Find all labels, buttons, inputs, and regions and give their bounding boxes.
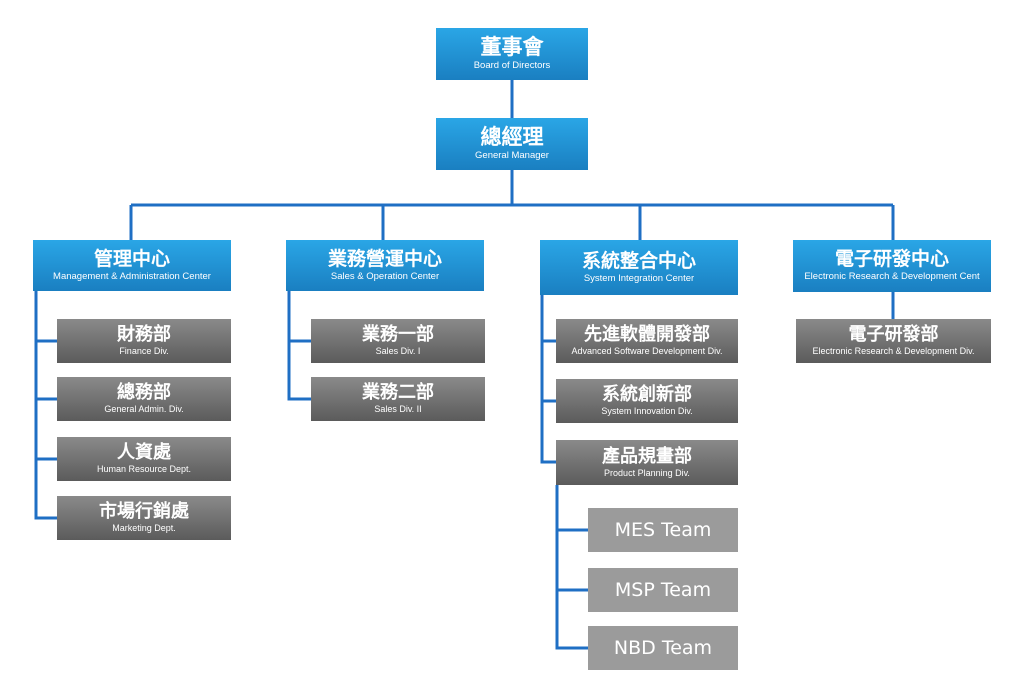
division-zh: 市場行銷處 <box>99 501 189 523</box>
division-en: Electronic Research & Development Div. <box>812 346 975 356</box>
division-advanced-software: 先進軟體開發部 Advanced Software Development Di… <box>556 319 738 363</box>
center-en: Electronic Research & Development Cent <box>804 271 980 283</box>
team-label: MSP Team <box>614 578 712 601</box>
board-en: Board of Directors <box>473 60 551 72</box>
division-finance: 財務部 Finance Div. <box>57 319 231 363</box>
team-label: MES Team <box>614 518 712 541</box>
center-electronic-rd: 電子研發中心 Electronic Research & Development… <box>793 240 991 292</box>
gm-zh: 總經理 <box>480 125 544 150</box>
center-zh: 電子研發中心 <box>834 248 949 271</box>
division-sales-1: 業務一部 Sales Div. I <box>311 319 485 363</box>
division-en: Marketing Dept. <box>112 523 176 533</box>
division-en: Human Resource Dept. <box>96 464 192 474</box>
division-product-planning: 產品規畫部 Product Planning Div. <box>556 440 738 485</box>
team-mes: MES Team <box>588 508 738 552</box>
gm-en: General Manager <box>475 150 549 162</box>
division-zh: 產品規畫部 <box>602 445 692 467</box>
division-marketing: 市場行銷處 Marketing Dept. <box>57 496 231 540</box>
center-zh: 業務營運中心 <box>327 247 442 270</box>
division-zh: 財務部 <box>117 324 171 346</box>
board-of-directors-box: 董事會 Board of Directors <box>436 28 588 80</box>
division-electronic-rd: 電子研發部 Electronic Research & Development … <box>796 319 991 363</box>
team-nbd: NBD Team <box>588 626 738 670</box>
division-en: Advanced Software Development Div. <box>571 346 723 356</box>
division-en: Sales Div. II <box>374 404 422 414</box>
division-en: General Admin. Div. <box>104 404 184 414</box>
division-general-admin: 總務部 General Admin. Div. <box>57 377 231 421</box>
center-en: Management & Administration Center <box>53 270 211 282</box>
division-zh: 先進軟體開發部 <box>584 324 710 346</box>
center-zh: 管理中心 <box>93 247 170 270</box>
division-human-resource: 人資處 Human Resource Dept. <box>57 437 231 481</box>
division-zh: 電子研發部 <box>848 324 939 346</box>
center-system-integration: 系統整合中心 System Integration Center <box>540 240 738 295</box>
division-zh: 系統創新部 <box>602 384 692 406</box>
center-en: System Integration Center <box>583 272 695 284</box>
center-management: 管理中心 Management & Administration Center <box>33 240 231 291</box>
division-system-innovation: 系統創新部 System Innovation Div. <box>556 379 738 423</box>
general-manager-box: 總經理 General Manager <box>436 118 588 170</box>
center-sales: 業務營運中心 Sales & Operation Center <box>286 240 484 291</box>
division-zh: 業務一部 <box>362 324 434 346</box>
division-sales-2: 業務二部 Sales Div. II <box>311 377 485 421</box>
division-en: System Innovation Div. <box>601 406 693 416</box>
division-en: Sales Div. I <box>375 346 421 356</box>
division-zh: 業務二部 <box>362 382 434 404</box>
division-en: Product Planning Div. <box>604 467 690 478</box>
division-zh: 人資處 <box>117 442 171 464</box>
board-zh: 董事會 <box>480 35 544 60</box>
division-zh: 總務部 <box>117 382 171 404</box>
division-en: Finance Div. <box>119 346 169 356</box>
center-zh: 系統整合中心 <box>581 249 696 272</box>
team-label: NBD Team <box>613 636 713 659</box>
team-msp: MSP Team <box>588 568 738 612</box>
center-en: Sales & Operation Center <box>330 270 440 282</box>
